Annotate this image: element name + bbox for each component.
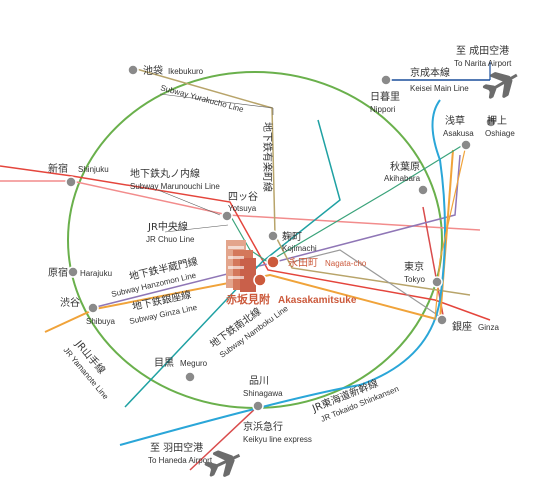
shinkansen-line bbox=[119, 99, 446, 446]
station-label-shinjuku-en: Shinjuku bbox=[78, 165, 109, 174]
station-dot-ikebukuro[interactable] bbox=[127, 64, 139, 76]
station-dot-akihabara[interactable] bbox=[417, 184, 429, 196]
asakusa-spur bbox=[434, 144, 467, 321]
station-label-nagatacho-jp: 永田町 bbox=[288, 256, 318, 269]
station-dot-asakusa[interactable] bbox=[460, 139, 472, 151]
marunouchi-line bbox=[0, 165, 491, 321]
station-dot-shinagawa[interactable] bbox=[252, 400, 264, 412]
station-label-akihabara-jp: 秋葉原 bbox=[390, 160, 420, 173]
airport-label-narita-jp: 至 成田空港 bbox=[456, 44, 509, 57]
station-dot-yotsuya[interactable] bbox=[221, 210, 233, 222]
station-label-harajuku-jp: 原宿 bbox=[48, 266, 68, 279]
station-label-oshiage-jp: 押上 bbox=[487, 114, 507, 127]
station-dot-shibuya[interactable] bbox=[87, 302, 99, 314]
station-label-shibuya-jp: 渋谷 bbox=[60, 296, 80, 309]
station-label-meguro-jp: 目黒 bbox=[154, 357, 174, 369]
station-label-shibuya-en: Shibuya bbox=[86, 317, 115, 326]
namboku-line bbox=[124, 119, 341, 408]
station-label-kojimachi-en: Kojimachi bbox=[282, 244, 317, 253]
station-label-ikebukuro-jp: 池袋 bbox=[143, 64, 163, 77]
station-label-asakusa-en: Asakusa bbox=[443, 129, 474, 138]
chuo-line bbox=[0, 180, 481, 231]
station-label-ikebukuro-en: Ikebukuro bbox=[168, 67, 204, 76]
station-label-shinagawa-jp: 品川 bbox=[249, 375, 269, 387]
line-label-yurakucho-jp: 地下鉄有楽町線 bbox=[261, 122, 274, 192]
station-dot-shinjuku[interactable] bbox=[65, 176, 77, 188]
station-label-akasakamitsuke-jp: 赤坂見附 bbox=[226, 292, 270, 306]
airplane-icon bbox=[204, 450, 241, 477]
station-dot-harajuku[interactable] bbox=[67, 266, 79, 278]
hibiya-line bbox=[291, 249, 443, 319]
station-label-yotsuya-jp: 四ッ谷 bbox=[228, 191, 258, 203]
airport-label-haneda-en: To Haneda Airport bbox=[148, 456, 213, 465]
line-label-chuo-en: JR Chuo Line bbox=[146, 235, 195, 244]
line-label-chuo-jp: JR中央線 bbox=[147, 220, 188, 233]
keikyu-line bbox=[189, 405, 259, 471]
station-dot-meguro[interactable] bbox=[184, 371, 196, 383]
station-dot-nagatacho[interactable] bbox=[266, 255, 280, 269]
station-label-nippori-en: Nippori bbox=[370, 105, 396, 114]
yamanote-loop bbox=[67, 71, 443, 409]
station-dot-akasakamitsuke[interactable] bbox=[253, 273, 267, 287]
line-label-keikyu-jp: 京浜急行 bbox=[243, 420, 283, 433]
ginza-north bbox=[439, 149, 454, 321]
station-label-harajuku-en: Harajuku bbox=[80, 269, 112, 278]
station-dot-nippori[interactable] bbox=[380, 74, 392, 86]
station-label-nippori-jp: 日暮里 bbox=[370, 90, 400, 103]
station-dot-oshiage[interactable] bbox=[485, 116, 497, 128]
station-dot-kojimachi[interactable] bbox=[267, 230, 279, 242]
station-label-yotsuya-en: Yotsuya bbox=[228, 204, 257, 213]
station-label-shinjuku-jp: 新宿 bbox=[48, 162, 68, 175]
station-label-nagatacho-en: Nagata-cho bbox=[325, 259, 367, 268]
station-label-tokyo-jp: 東京 bbox=[404, 260, 424, 273]
station-label-akasakamitsuke-en: Akasakamitsuke bbox=[278, 295, 357, 306]
station-label-meguro-en: Meguro bbox=[180, 359, 208, 368]
station-label-kojimachi-jp: 麹町 bbox=[282, 230, 302, 243]
airport-label-haneda-jp: 至 羽田空港 bbox=[150, 441, 203, 454]
line-label-keisei-en: Keisei Main Line bbox=[410, 84, 469, 93]
building-icon bbox=[226, 240, 256, 292]
line-label-marunouchi-en: Subway Marunouchi Line bbox=[130, 182, 220, 191]
line-label-marunouchi-jp: 地下鉄丸ノ内線 bbox=[130, 167, 200, 180]
station-label-asakusa-jp: 浅草 bbox=[445, 114, 465, 127]
line-label-keikyu-en: Keikyu line express bbox=[243, 435, 312, 444]
chuo-leader bbox=[164, 224, 229, 233]
station-label-ginza-jp: 銀座 bbox=[452, 320, 472, 333]
airplane-icon bbox=[482, 72, 518, 99]
ikebukuro-leader bbox=[159, 93, 274, 109]
station-label-shinagawa-en: Shinagawa bbox=[243, 389, 283, 398]
station-dot-tokyo[interactable] bbox=[431, 276, 443, 288]
station-dot-ginza[interactable] bbox=[436, 314, 448, 326]
marunouchi-leader bbox=[157, 189, 221, 216]
airport-label-narita-en: To Narita Airport bbox=[454, 59, 512, 68]
ginza-line bbox=[44, 273, 441, 333]
line-label-keisei-jp: 京成本線 bbox=[410, 66, 450, 79]
station-label-akihabara-en: Akihabara bbox=[384, 174, 421, 183]
station-label-oshiage-en: Oshiage bbox=[485, 129, 515, 138]
station-label-tokyo-en: Tokyo bbox=[404, 275, 425, 284]
station-label-ginza-en: Ginza bbox=[478, 323, 499, 332]
